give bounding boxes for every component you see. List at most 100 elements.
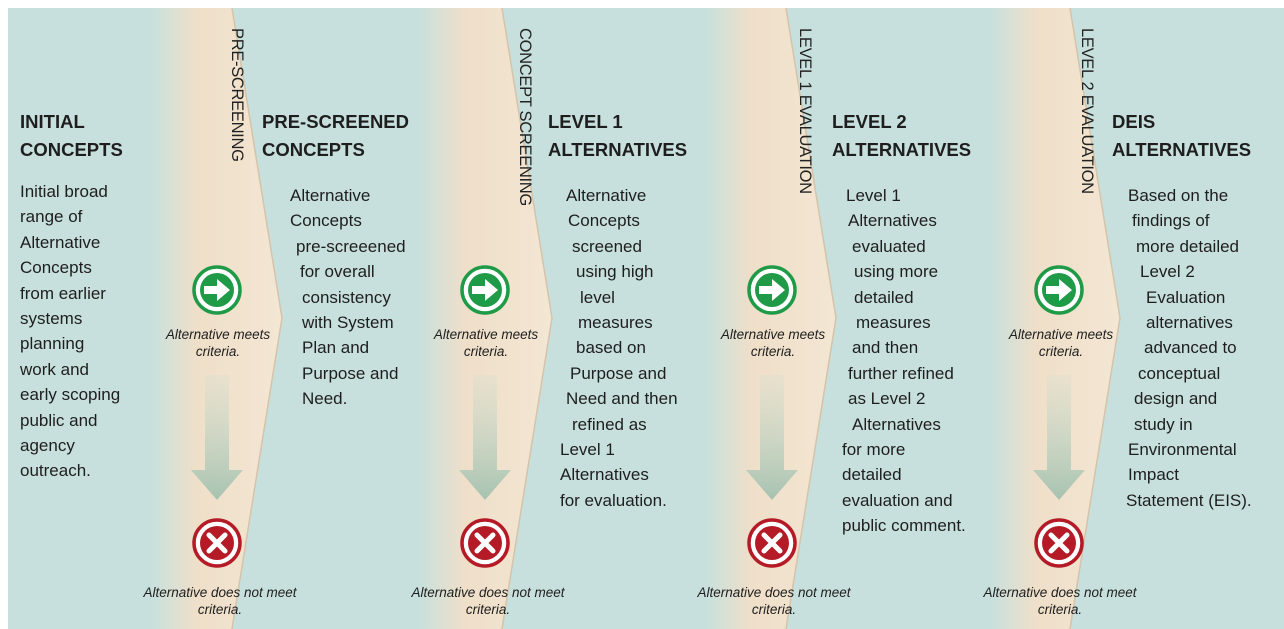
description-line: more detailed bbox=[1136, 236, 1240, 256]
description-line: level bbox=[580, 287, 615, 307]
description-line: Plan and bbox=[302, 338, 370, 358]
pass-caption: Alternative meets criteria. bbox=[720, 327, 826, 359]
stage-title-line: DEIS bbox=[1112, 111, 1156, 132]
stage-description: Level 1 Alternatives evaluated using more de… bbox=[842, 183, 966, 539]
description-line: findings of bbox=[1132, 211, 1210, 231]
pass-arrow-icon bbox=[747, 265, 797, 315]
stage-title: LEVEL 1 ALTERNATIVES bbox=[548, 108, 687, 164]
description-line: outreach. bbox=[20, 461, 91, 481]
stage-title: PRE-SCREENED CONCEPTS bbox=[262, 108, 409, 164]
description-line: Level 1 bbox=[846, 186, 901, 205]
description-line: Impact bbox=[1128, 465, 1180, 485]
screening-band bbox=[150, 8, 282, 629]
description-line: Level 2 bbox=[1140, 262, 1195, 282]
description-line: Concepts bbox=[20, 258, 92, 278]
description-line: based on bbox=[576, 338, 646, 358]
description-line: detailed bbox=[842, 465, 902, 485]
description-line: design and bbox=[1134, 389, 1218, 409]
fail-caption: Alternative does not meet criteria. bbox=[411, 585, 565, 617]
description-line: screened bbox=[572, 236, 642, 256]
pass-arrow-icon bbox=[1034, 265, 1084, 315]
description-line: pre-screeened bbox=[296, 236, 406, 256]
down-arrow-icon bbox=[746, 375, 798, 500]
stage-title: LEVEL 2 ALTERNATIVES bbox=[832, 108, 971, 164]
stage-title-line: ALTERNATIVES bbox=[1112, 139, 1252, 160]
screen-label-level-1-evaluation: LEVEL 1 EVALUATION bbox=[796, 28, 814, 194]
fail-x-icon bbox=[747, 518, 797, 568]
description-line: Need and then bbox=[566, 389, 678, 409]
stage-title-line: LEVEL 2 bbox=[832, 111, 907, 132]
description-line: Alternative bbox=[566, 186, 647, 205]
screening-band bbox=[705, 8, 836, 629]
description-line: and then bbox=[852, 338, 919, 358]
description-line: Concepts bbox=[568, 211, 640, 231]
description-line: early scoping bbox=[20, 385, 121, 405]
description-line: Evaluation bbox=[1146, 287, 1226, 307]
pass-caption: Alternative meets criteria. bbox=[165, 327, 271, 359]
fail-x-icon bbox=[1034, 518, 1084, 568]
fail-caption: Alternative does not meet criteria. bbox=[143, 585, 297, 617]
description-line: measures bbox=[578, 313, 653, 333]
description-line: as Level 2 bbox=[848, 389, 926, 409]
description-line: Alternative bbox=[290, 186, 371, 205]
description-line: consistency bbox=[302, 287, 391, 307]
stage-title-line: LEVEL 1 bbox=[548, 111, 623, 132]
screen-label-concept-screening: CONCEPT SCREENING bbox=[516, 28, 534, 206]
stage-title: INITIAL CONCEPTS bbox=[20, 108, 123, 164]
description-line: Purpose and bbox=[570, 363, 667, 383]
stage-title-line: ALTERNATIVES bbox=[832, 139, 972, 160]
description-line: from earlier bbox=[20, 283, 106, 303]
stage-title-line: INITIAL bbox=[20, 111, 85, 132]
screen-label-pre-screening: PRE-SCREENING bbox=[228, 28, 246, 162]
description-line: with System bbox=[302, 313, 394, 333]
description-line: for more bbox=[842, 440, 906, 460]
description-line: Alternative bbox=[20, 232, 101, 252]
pass-caption: Alternative meets criteria. bbox=[1008, 327, 1114, 359]
description-line: work and bbox=[20, 359, 89, 379]
stage-title-line: ALTERNATIVES bbox=[548, 139, 688, 160]
description-line: measures bbox=[856, 313, 931, 333]
description-line: evaluated bbox=[852, 236, 926, 256]
stage-title-line: CONCEPTS bbox=[20, 139, 123, 160]
stage-title: DEIS ALTERNATIVES bbox=[1112, 108, 1251, 164]
description-line: Statement (EIS). bbox=[1126, 490, 1252, 510]
screening-band bbox=[990, 8, 1120, 629]
chevron-edge bbox=[501, 7, 553, 629]
description-line: evaluation and bbox=[842, 490, 953, 510]
description-line: Alternatives bbox=[848, 211, 937, 231]
description-line: using high bbox=[576, 262, 654, 282]
description-line: study in bbox=[1134, 414, 1193, 434]
description-line: Alternatives bbox=[852, 414, 941, 434]
description-line: further refined bbox=[848, 363, 954, 383]
description-line: refined as bbox=[572, 414, 647, 434]
description-line: Alternatives bbox=[560, 465, 649, 485]
chevron-edge bbox=[231, 7, 283, 629]
pass-arrow-icon bbox=[192, 265, 242, 315]
description-line: systems bbox=[20, 309, 83, 329]
description-line: range of bbox=[20, 207, 83, 227]
pass-caption: Alternative meets criteria. bbox=[433, 327, 539, 359]
fail-x-icon bbox=[460, 518, 510, 568]
chevron-edge bbox=[1069, 7, 1121, 629]
screening-band bbox=[418, 8, 552, 629]
fail-x-icon bbox=[192, 518, 242, 568]
description-line: Need. bbox=[302, 389, 348, 409]
description-line: using more bbox=[854, 262, 939, 282]
description-line: Based on the bbox=[1128, 186, 1229, 205]
down-arrow-icon bbox=[459, 375, 511, 500]
description-line: planning bbox=[20, 334, 85, 354]
description-line: Level 1 bbox=[560, 440, 615, 460]
description-line: for evaluation. bbox=[560, 490, 667, 510]
description-line: Initial broad bbox=[20, 182, 108, 201]
description-line: Concepts bbox=[290, 211, 362, 231]
pass-arrow-icon bbox=[460, 265, 510, 315]
screen-label-level-2-evaluation: LEVEL 2 EVALUATION bbox=[1078, 28, 1096, 194]
description-line: advanced to bbox=[1144, 338, 1237, 358]
description-line: for overall bbox=[300, 262, 375, 282]
description-line: Environmental bbox=[1128, 440, 1237, 460]
chevron-edge bbox=[785, 7, 837, 629]
down-arrow-icon bbox=[1033, 375, 1085, 500]
